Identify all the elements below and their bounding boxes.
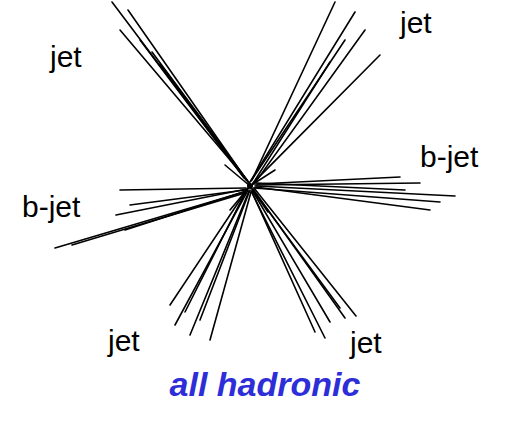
jet-label: b-jet — [22, 192, 80, 222]
jet-label: jet — [108, 326, 140, 356]
jet-label: jet — [400, 8, 432, 38]
jet-label: jet — [50, 42, 82, 72]
jet-label: b-jet — [420, 142, 478, 172]
jet-label: jet — [350, 328, 382, 358]
caption: all hadronic — [170, 366, 361, 403]
